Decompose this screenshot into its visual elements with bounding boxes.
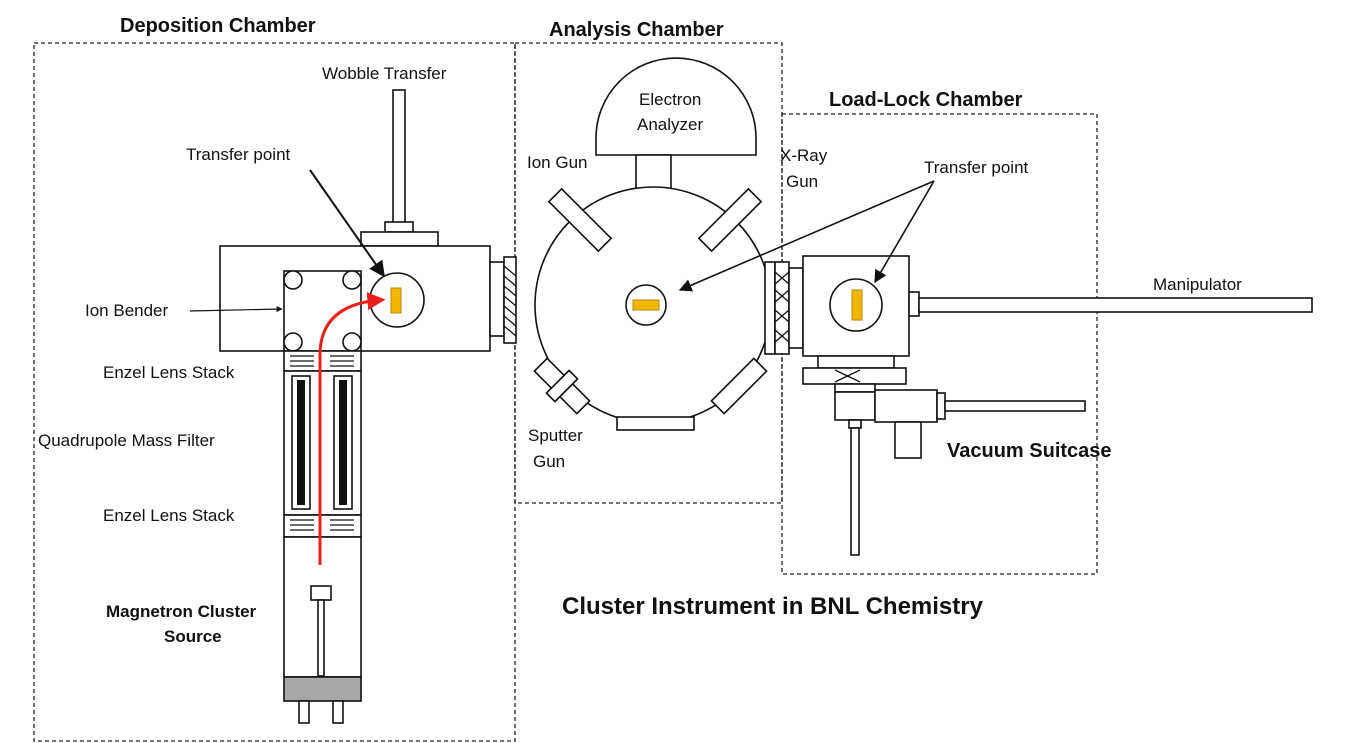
manipulator-label: Manipulator bbox=[1153, 275, 1242, 294]
analysis-chamber-label: Analysis Chamber bbox=[549, 19, 724, 41]
sputter-gun-label-line2: Gun bbox=[533, 452, 565, 471]
sample-right bbox=[851, 289, 863, 321]
manipulator-rod bbox=[918, 297, 1313, 313]
magnetron-label-line2: Source bbox=[164, 627, 222, 646]
cluster-beam-path bbox=[318, 292, 386, 565]
ion-bender-label: Ion Bender bbox=[85, 301, 169, 320]
wobble-transfer-label: Wobble Transfer bbox=[322, 64, 447, 83]
deposition-chamber-boundary bbox=[33, 42, 516, 742]
vacuum-suitcase-block bbox=[834, 391, 876, 421]
electron-analyzer-label-line2: Analyzer bbox=[637, 115, 703, 134]
bottom-port bbox=[616, 416, 695, 431]
electron-analyzer bbox=[595, 57, 757, 156]
enzel-bottom-label: Enzel Lens Stack bbox=[103, 506, 235, 525]
transfer-point-right-arrow-1 bbox=[678, 180, 935, 292]
magnetron-label-line1: Magnetron Cluster bbox=[106, 602, 257, 621]
sample-analysis bbox=[632, 299, 660, 311]
transfer-point-right-label: Transfer point bbox=[924, 158, 1029, 177]
electron-analyzer-label-line1: Electron bbox=[639, 90, 701, 109]
wobble-transfer-collar bbox=[384, 221, 414, 233]
transfer-point-left-arrow bbox=[309, 169, 385, 278]
diagram-title: Cluster Instrument in BNL Chemistry bbox=[562, 593, 984, 620]
deposition-gate-valve bbox=[503, 256, 517, 344]
loadlock-chamber-label: Load-Lock Chamber bbox=[829, 89, 1023, 111]
enzel-lens-stack-bottom bbox=[283, 514, 362, 538]
loadlock-bottom-flange bbox=[817, 355, 895, 369]
quadrupole-label: Quadrupole Mass Filter bbox=[38, 431, 215, 450]
deposition-right-flange bbox=[489, 261, 505, 337]
deposition-chamber-label: Deposition Chamber bbox=[120, 15, 316, 37]
sample-left bbox=[390, 287, 402, 314]
xray-gun-label-line2: Gun bbox=[786, 172, 818, 191]
transfer-point-left-label: Transfer point bbox=[186, 145, 291, 164]
xray-gun bbox=[697, 187, 763, 253]
sputter-gun-label-line1: Sputter bbox=[528, 426, 583, 445]
xray-gun-label-line1: X-Ray bbox=[780, 146, 828, 165]
ion-bender-arrow bbox=[189, 306, 283, 313]
source-base bbox=[283, 676, 362, 702]
wobble-transfer-flange bbox=[360, 231, 439, 247]
lower-right-port bbox=[710, 357, 768, 415]
enzel-top-label: Enzel Lens Stack bbox=[103, 363, 235, 382]
wobble-transfer-rod bbox=[392, 89, 406, 225]
analysis-gate-valve bbox=[764, 261, 776, 355]
ion-gun-label: Ion Gun bbox=[527, 153, 588, 172]
transfer-point-right-arrow-2 bbox=[874, 180, 935, 284]
vacuum-suitcase-label: Vacuum Suitcase bbox=[947, 440, 1112, 462]
ion-gun bbox=[547, 187, 613, 253]
